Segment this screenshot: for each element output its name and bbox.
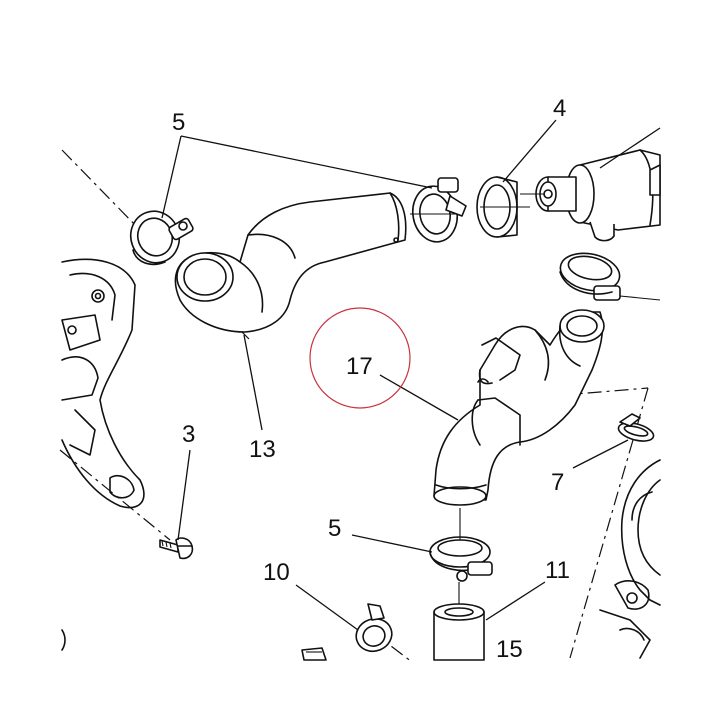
- callout-labels: 5 4 3 13 17 7 5 10 11 15: [172, 95, 570, 663]
- hose-clamp-upper-center: [410, 177, 467, 243]
- callout-17: 17: [346, 353, 373, 380]
- small-clamp-7: [617, 413, 655, 442]
- seal-ring-4: [476, 176, 530, 238]
- small-fitting: [301, 647, 327, 661]
- hose-clamp-upper-left: [129, 210, 194, 266]
- leader-lines: [161, 119, 661, 631]
- callout-5-lower: 5: [328, 515, 341, 542]
- hose-clamp-right: [559, 252, 661, 301]
- highlight-circle: [309, 307, 411, 409]
- hose-17: [433, 309, 605, 506]
- callout-10: 10: [263, 559, 290, 586]
- engine-casting-right: [599, 459, 661, 659]
- o-ring-10: [355, 603, 393, 653]
- callout-7: 7: [551, 469, 564, 496]
- hose-clamp-lower: [429, 508, 493, 582]
- bolt-3: [159, 537, 194, 560]
- callout-3: 3: [182, 421, 195, 448]
- callout-5-upper: 5: [172, 109, 185, 136]
- callout-11: 11: [545, 557, 570, 584]
- hose-13: [174, 192, 407, 333]
- pipe-fitting-15: [433, 582, 485, 661]
- engine-bracket: [61, 258, 145, 651]
- thermostat-valve: [520, 149, 661, 242]
- callout-13: 13: [249, 436, 276, 463]
- callout-15: 15: [496, 636, 523, 663]
- callout-4: 4: [553, 95, 566, 122]
